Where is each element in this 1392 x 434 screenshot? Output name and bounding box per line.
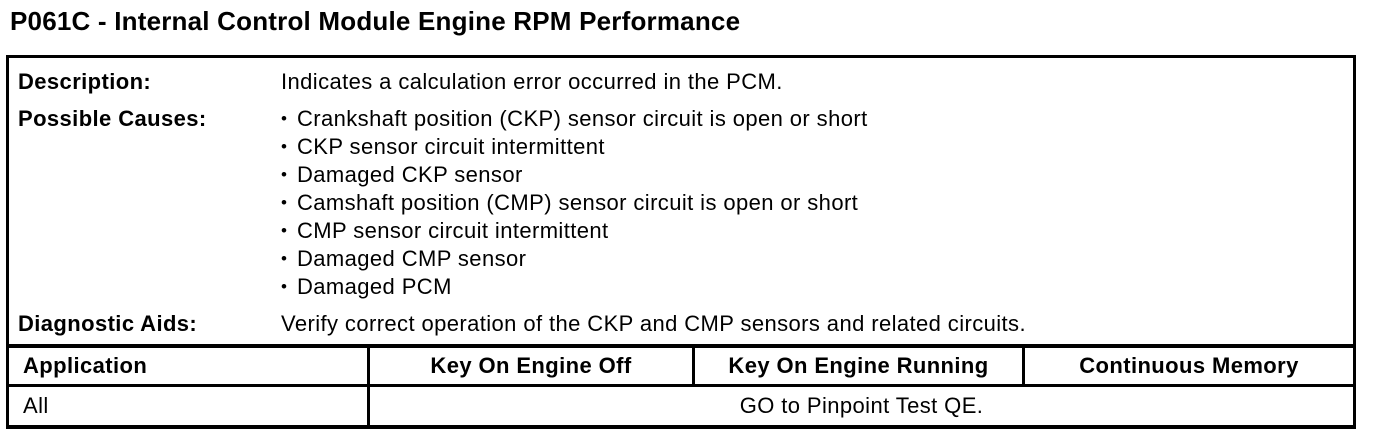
cause-text: CMP sensor circuit intermittent [297,218,609,243]
possible-causes-label: Possible Causes: [18,106,207,131]
application-matrix: Application Key On Engine Off Key On Eng… [9,344,1353,425]
diagnostic-aids-label: Diagnostic Aids: [18,311,198,336]
description-row: Description: Indicates a calculation err… [9,68,1353,96]
bullet-icon: • [281,109,288,128]
bullet-icon: • [281,193,288,212]
cause-text: CKP sensor circuit intermittent [297,134,605,159]
page-title: P061C - Internal Control Module Engine R… [10,6,741,36]
dtc-reference-table: Description: Indicates a calculation err… [6,55,1356,429]
cause-text: Damaged PCM [297,274,452,299]
cause-text: Damaged CMP sensor [297,246,527,271]
cause-item: • Crankshaft position (CKP) sensor circu… [281,105,1353,133]
cause-item: • Camshaft position (CMP) sensor circuit… [281,189,1353,217]
possible-causes-value: • Crankshaft position (CKP) sensor circu… [281,105,1353,301]
bullet-icon: • [281,165,288,184]
cause-item: • Damaged CMP sensor [281,245,1353,273]
cause-item: • Damaged PCM [281,273,1353,301]
bullet-icon: • [281,137,288,156]
header-continuous-memory: Continuous Memory [1025,348,1353,387]
application-cell: All [9,387,370,425]
bullet-icon: • [281,221,288,240]
header-application: Application [9,348,370,387]
diagnostic-aids-value: Verify correct operation of the CKP and … [281,311,1026,336]
bullet-icon: • [281,249,288,268]
possible-causes-row: Possible Causes: • Crankshaft position (… [9,105,1353,301]
description-value: Indicates a calculation error occurred i… [281,69,783,94]
info-section: Description: Indicates a calculation err… [9,58,1353,344]
cause-text: Camshaft position (CMP) sensor circuit i… [297,190,859,215]
bullet-icon: • [281,277,288,296]
cause-item: • Damaged CKP sensor [281,161,1353,189]
description-label: Description: [18,69,152,94]
diagnostic-aids-row: Diagnostic Aids: Verify correct operatio… [9,310,1353,338]
cause-text: Crankshaft position (CKP) sensor circuit… [297,106,868,131]
action-cell: GO to Pinpoint Test QE. [739,393,984,418]
cause-item: • CKP sensor circuit intermittent [281,133,1353,161]
header-key-on-engine-off: Key On Engine Off [370,348,695,387]
header-key-on-engine-running: Key On Engine Running [695,348,1025,387]
cause-text: Damaged CKP sensor [297,162,523,187]
causes-list: • Crankshaft position (CKP) sensor circu… [281,105,1353,301]
cause-item: • CMP sensor circuit intermittent [281,217,1353,245]
